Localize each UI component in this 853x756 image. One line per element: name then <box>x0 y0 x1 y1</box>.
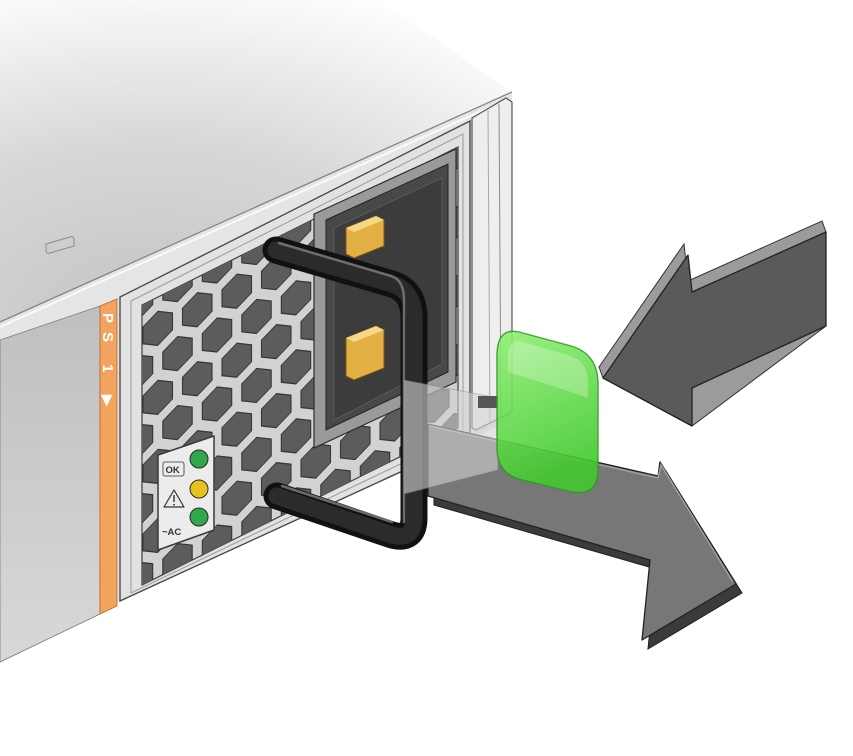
grille-hole <box>201 317 233 353</box>
grille-hole <box>142 423 154 459</box>
bay-label-arrow: ▶ <box>100 394 116 407</box>
grille-hole <box>339 424 371 461</box>
grille-hole <box>142 379 174 415</box>
grille-hole <box>241 298 272 335</box>
grille-hole <box>221 480 253 516</box>
latch-lever <box>403 379 499 495</box>
latch-hinge <box>478 396 498 408</box>
ok-led <box>189 449 209 469</box>
release-latch-shine <box>508 341 588 398</box>
status-led-panel: OK ~AC <box>157 435 215 551</box>
grille-hole <box>280 280 312 316</box>
bay-label-text: PS 1 <box>99 313 116 382</box>
warning-triangle-icon <box>163 489 185 508</box>
grille-hole <box>201 386 233 422</box>
grille-hole <box>142 492 154 528</box>
grille-hole <box>142 354 154 390</box>
grille-hole <box>181 292 213 328</box>
vent-slot <box>45 236 75 254</box>
grille-hole <box>142 310 174 346</box>
chassis-top-edge-highlight <box>0 98 509 328</box>
chassis-top-edge <box>0 91 513 323</box>
grille-hole <box>221 273 253 309</box>
handle-highlight <box>277 241 406 524</box>
grille-hole <box>241 367 272 404</box>
grille-hole <box>241 436 272 473</box>
grille-hole <box>221 342 253 378</box>
release-latch-tab <box>496 330 599 494</box>
adjacent-bay-face <box>0 305 101 663</box>
press-latch-arrow-icon <box>598 220 827 427</box>
release-latch <box>496 330 599 494</box>
rail-groove <box>487 109 491 423</box>
grille-hole <box>280 349 312 385</box>
grille-hole <box>260 324 292 360</box>
fault-led <box>189 479 209 499</box>
grille-hole <box>300 443 332 479</box>
grille-hole <box>181 361 213 397</box>
grille-hole <box>280 418 312 454</box>
chassis-top-surface <box>0 0 512 322</box>
bay-label-strip <box>99 298 118 615</box>
ok-label-box <box>162 461 185 477</box>
grille-hole <box>162 335 193 372</box>
ac-prong-top-highlight <box>346 216 384 232</box>
press-arrow-face <box>602 231 827 427</box>
ac-label: ~AC <box>162 527 181 538</box>
pull-out-arrow-icon <box>427 423 743 650</box>
grille-hole <box>142 561 154 585</box>
grille-hole <box>260 393 292 429</box>
grille-hole <box>221 411 253 447</box>
ac-prong-bottom-highlight <box>346 326 384 342</box>
ac-led <box>189 507 209 527</box>
grille-hole <box>162 404 193 441</box>
ok-label: OK <box>166 465 180 476</box>
